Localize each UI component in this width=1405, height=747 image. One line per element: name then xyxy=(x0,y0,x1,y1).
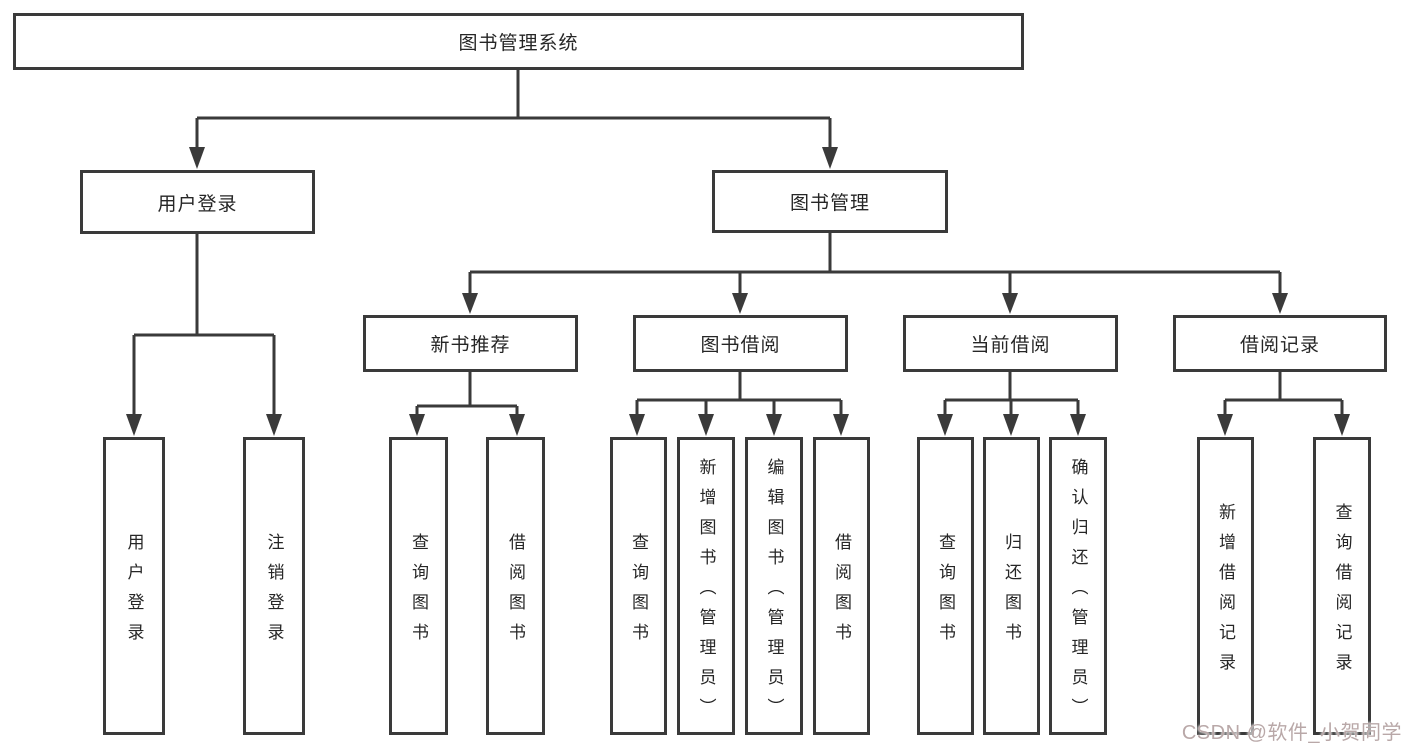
arrowhead xyxy=(409,414,425,436)
node-new-book-recommend: 新书推荐 xyxy=(363,315,578,372)
node-label: 新书推荐 xyxy=(430,335,511,356)
node-label: 新增图书（管理员） xyxy=(696,457,716,728)
node-book-management: 图书管理 xyxy=(712,170,948,233)
arrowhead xyxy=(629,414,645,436)
leaf-user-login: 用户登录 xyxy=(103,437,165,735)
leaf-edit-book-admin: 编辑图书（管理员） xyxy=(745,437,803,735)
connector-user-login xyxy=(132,234,276,416)
node-label: 图书管理系统 xyxy=(458,33,579,54)
node-label: 查询图书 xyxy=(409,532,428,653)
node-label: 借阅记录 xyxy=(1239,335,1320,356)
node-borrow-records: 借阅记录 xyxy=(1173,315,1387,372)
node-label: 查询图书 xyxy=(936,532,955,653)
node-label: 当前借阅 xyxy=(970,335,1051,356)
csdn-watermark: CSDN @软件_小贺同学 xyxy=(1181,722,1402,744)
arrowhead xyxy=(509,414,525,436)
leaf-query-books-recommend: 查询图书 xyxy=(389,437,448,735)
leaf-confirm-return-admin: 确认归还（管理员） xyxy=(1049,437,1107,735)
arrowhead xyxy=(1272,293,1288,314)
connector-book-management xyxy=(468,233,1282,295)
node-current-borrow: 当前借阅 xyxy=(903,315,1118,372)
node-label: 图书借阅 xyxy=(700,335,781,356)
arrowhead xyxy=(126,414,142,436)
node-label: 图书管理 xyxy=(789,193,870,214)
node-label: 编辑图书（管理员） xyxy=(764,457,784,728)
connector-current-borrow xyxy=(943,372,1080,416)
node-label: 用户登录 xyxy=(124,532,144,653)
leaf-add-book-admin: 新增图书（管理员） xyxy=(677,437,735,735)
arrowhead xyxy=(462,293,478,314)
connector-borrow-records xyxy=(1223,372,1344,416)
arrowhead xyxy=(822,147,838,169)
arrowhead xyxy=(766,414,782,436)
arrowhead xyxy=(1334,414,1350,436)
arrowhead xyxy=(698,414,714,436)
node-label: 借阅图书 xyxy=(832,532,851,653)
node-label: 归还图书 xyxy=(1002,532,1021,653)
node-label: 用户登录 xyxy=(157,193,238,215)
arrowhead xyxy=(266,414,282,436)
node-book-borrow: 图书借阅 xyxy=(633,315,848,372)
arrowhead xyxy=(937,414,953,436)
arrowhead xyxy=(1217,414,1233,436)
node-label: 新增借阅记录 xyxy=(1216,502,1235,683)
node-label: 查询图书 xyxy=(629,532,648,653)
leaf-query-books-current: 查询图书 xyxy=(917,437,974,735)
connector-new-book-recommend xyxy=(415,372,519,416)
node-label: 借阅图书 xyxy=(506,532,525,653)
leaf-query-books-borrow: 查询图书 xyxy=(610,437,667,735)
arrowhead xyxy=(732,293,748,314)
connector-root xyxy=(195,70,832,149)
arrowhead xyxy=(189,147,205,169)
node-label: 确认归还（管理员） xyxy=(1068,457,1088,728)
leaf-borrow-books-recommend: 借阅图书 xyxy=(486,437,545,735)
leaf-logout: 注销登录 xyxy=(243,437,305,735)
leaf-return-book: 归还图书 xyxy=(983,437,1040,735)
leaf-borrow-books: 借阅图书 xyxy=(813,437,870,735)
leaf-add-borrow-record: 新增借阅记录 xyxy=(1197,437,1254,735)
arrowhead xyxy=(833,414,849,436)
leaf-query-borrow-record: 查询借阅记录 xyxy=(1313,437,1371,735)
connector-book-borrow xyxy=(635,372,843,416)
node-user-login: 用户登录 xyxy=(80,170,315,234)
arrowhead xyxy=(1003,414,1019,436)
node-library-system: 图书管理系统 xyxy=(13,13,1024,70)
arrowheads xyxy=(126,147,1350,436)
node-label: 注销登录 xyxy=(264,532,284,653)
arrowhead xyxy=(1002,293,1018,314)
node-label: 查询借阅记录 xyxy=(1332,502,1352,683)
arrowhead xyxy=(1070,414,1086,436)
